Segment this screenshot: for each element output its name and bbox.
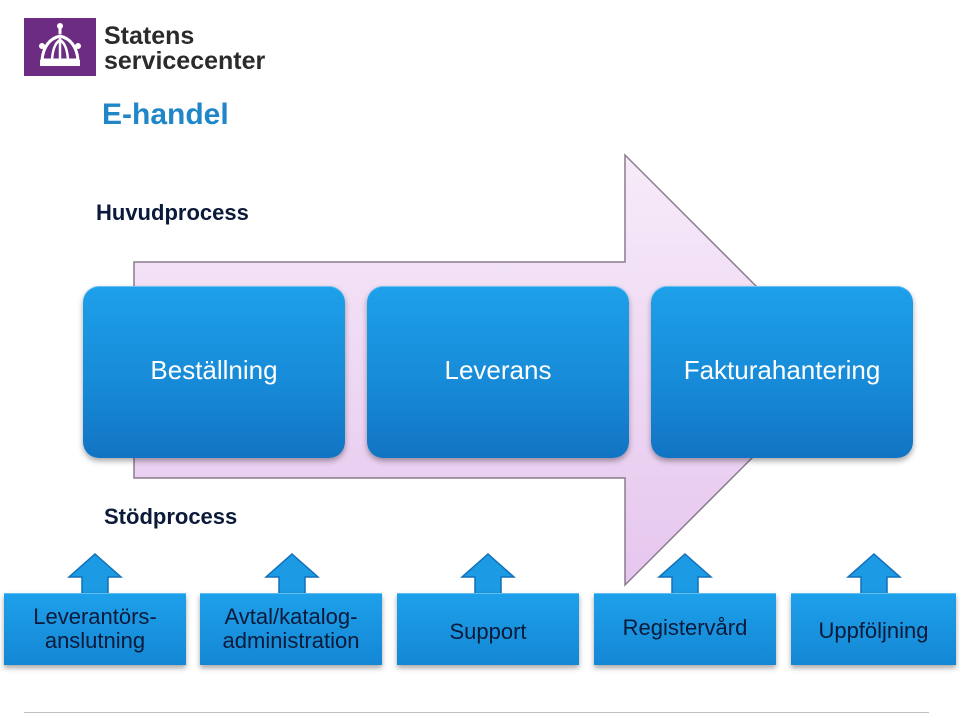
logo-text: Statens servicecenter — [104, 24, 265, 74]
page-title: E-handel — [102, 98, 229, 131]
support-box-avtal-katalogadministration: Avtal/katalog- administration — [200, 593, 382, 665]
process-box-leverans: Leverans — [367, 286, 629, 458]
support-box-uppfoljning: Uppföljning — [791, 593, 956, 665]
process-label: Leverans — [444, 354, 552, 385]
up-arrow-icon — [264, 553, 320, 595]
section-label-support: Stödprocess — [104, 504, 238, 529]
logo-line-1: Statens — [104, 22, 195, 50]
support-box-registervard: Registervård — [594, 593, 776, 665]
support-label-line1: Leverantörs- — [33, 604, 157, 629]
support-label-line1: Uppföljning — [818, 618, 929, 643]
process-label: Fakturahantering — [683, 354, 881, 385]
section-label-main: Huvudprocess — [96, 200, 249, 225]
support-box-support: Support — [397, 593, 579, 665]
process-box-fakturahantering: Fakturahantering — [651, 286, 913, 458]
support-label-line1: Support — [449, 619, 527, 644]
up-arrow-icon — [460, 553, 516, 595]
support-label-line1: Avtal/katalog- — [224, 604, 358, 629]
support-label-line1: Registervård — [622, 615, 748, 640]
support-label-line2: anslutning — [44, 628, 146, 653]
support-label-line2: administration — [222, 628, 360, 653]
support-box-leverantorsanslutning: Leverantörs- anslutning — [4, 593, 186, 665]
process-box-bestallning: Beställning — [83, 286, 345, 458]
process-label: Beställning — [150, 354, 278, 385]
up-arrow-icon — [67, 553, 123, 595]
up-arrow-icon — [846, 553, 902, 595]
footer-divider — [24, 712, 929, 713]
logo-crown-icon — [24, 18, 96, 76]
logo-line-2: servicecenter — [104, 47, 266, 75]
up-arrow-icon — [657, 553, 713, 595]
